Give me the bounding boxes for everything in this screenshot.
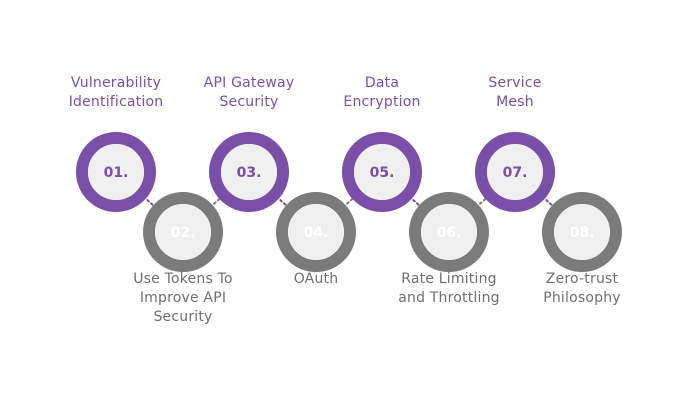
ring-inner-fill-8 [554, 204, 610, 260]
step-label-line: Security [219, 94, 279, 110]
step-label-line: OAuth [293, 271, 339, 287]
step-ring-3: 03. [209, 132, 289, 212]
step-number-2: 02. [171, 225, 196, 241]
step-label-line: Data [364, 75, 400, 91]
step-label-line: Service [488, 75, 542, 91]
purple-ring-1 [76, 132, 156, 212]
step-label-line: Zero-trust [545, 271, 619, 287]
purple-ring-5 [342, 132, 422, 212]
step-number-7: 07. [503, 165, 528, 181]
ring-inner-fill-3 [221, 144, 277, 200]
step-ring-2: 02. [143, 192, 223, 272]
step-label-line: Improve API [139, 290, 227, 306]
ring-inner-fill-4 [288, 204, 344, 260]
step-number-6: 06. [437, 225, 462, 241]
step-label-line: Identification [68, 94, 164, 110]
ring-inner-fill-1 [88, 144, 144, 200]
step-ring-5: 05. [342, 132, 422, 212]
ring-inner-fill-6 [421, 204, 477, 260]
purple-ring-7 [475, 132, 555, 212]
ring-inner-fill-7 [487, 144, 543, 200]
gray-ring-6 [409, 192, 489, 272]
step-label-line: Security [153, 309, 213, 325]
step-label-line: Philosophy [543, 290, 621, 306]
step-label-4: OAuth [246, 270, 386, 289]
step-label-line: Vulnerability [70, 75, 162, 91]
step-label-line: and Throttling [398, 290, 500, 306]
step-label-line: Mesh [496, 94, 534, 110]
step-number-5: 05. [370, 165, 395, 181]
step-label-line: Encryption [343, 94, 421, 110]
step-number-4: 04. [304, 225, 329, 241]
step-number-8: 08. [570, 225, 595, 241]
step-ring-4: 04. [276, 192, 356, 272]
ring-inner-fill-5 [354, 144, 410, 200]
ring-inner-fill-2 [155, 204, 211, 260]
step-label-line: Rate Limiting [401, 271, 497, 287]
step-number-1: 01. [104, 165, 129, 181]
step-label-line: Use Tokens To [133, 271, 233, 287]
purple-ring-3 [209, 132, 289, 212]
step-ring-8: 08. [542, 192, 622, 272]
gray-ring-2 [143, 192, 223, 272]
step-number-3: 03. [237, 165, 262, 181]
step-ring-7: 07. [475, 132, 555, 212]
step-label-2: Use Tokens To Improve API Security [113, 270, 253, 327]
gray-ring-8 [542, 192, 622, 272]
step-label-6: Rate Limiting and Throttling [379, 270, 519, 308]
step-label-line: API Gateway [203, 75, 295, 91]
gray-ring-4 [276, 192, 356, 272]
step-ring-6: 06. [409, 192, 489, 272]
step-ring-1: 01. [76, 132, 156, 212]
